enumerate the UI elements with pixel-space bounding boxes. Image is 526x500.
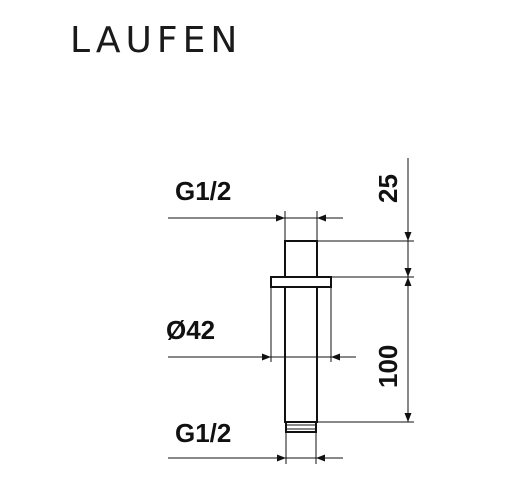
dimension-bottom-thread: G1/2	[168, 418, 343, 464]
arrow-top-right	[317, 214, 326, 222]
arrow-25-bottom	[404, 268, 412, 277]
product-outline	[270, 240, 332, 433]
label-top-length: 25	[373, 174, 403, 203]
arrow-diam-left	[262, 353, 271, 361]
arrow-diam-right	[331, 353, 340, 361]
label-top-thread: G1/2	[175, 176, 231, 206]
top-thread-section	[284, 240, 318, 278]
bottom-thread-nut	[285, 421, 317, 433]
label-bottom-thread: G1/2	[175, 418, 231, 448]
flange	[270, 276, 332, 288]
arrow-top-left	[276, 214, 285, 222]
main-tube	[284, 286, 318, 423]
label-diameter: Ø42	[166, 315, 215, 345]
logo-text: LAUFEN	[70, 20, 242, 61]
arrow-bottom-left	[277, 454, 286, 462]
dimension-diameter: Ø42	[166, 287, 356, 362]
arrow-bottom-right	[316, 454, 325, 462]
dimension-top-thread: G1/2	[168, 176, 343, 241]
label-main-length: 100	[373, 345, 403, 388]
arrow-100-bottom	[404, 413, 412, 422]
arrow-100-top	[404, 277, 412, 286]
arrow-25-top	[404, 232, 412, 241]
dimension-vertical: 25 100	[317, 158, 414, 423]
brand-logo: LAUFEN	[70, 20, 242, 61]
